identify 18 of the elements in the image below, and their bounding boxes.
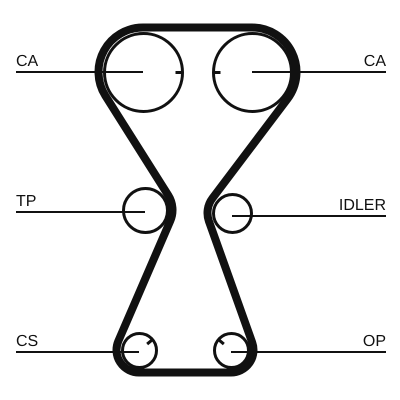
pulley (210, 192, 254, 234)
leader-line (231, 351, 386, 353)
part-label: TP (16, 193, 36, 211)
part-label: IDLER (338, 197, 386, 215)
pulley (102, 30, 184, 114)
part-label: CA (364, 53, 386, 71)
leader-line (16, 211, 145, 213)
pulley (120, 186, 170, 234)
part-label: OP (362, 333, 386, 351)
leader-line (252, 71, 386, 73)
pulley (212, 330, 250, 370)
part-label: CA (16, 53, 38, 71)
leader-line (16, 351, 139, 353)
pulley (120, 330, 158, 370)
leader-line (16, 71, 143, 73)
leader-line (232, 215, 386, 217)
pulley (210, 30, 294, 114)
part-label: CS (16, 333, 38, 351)
